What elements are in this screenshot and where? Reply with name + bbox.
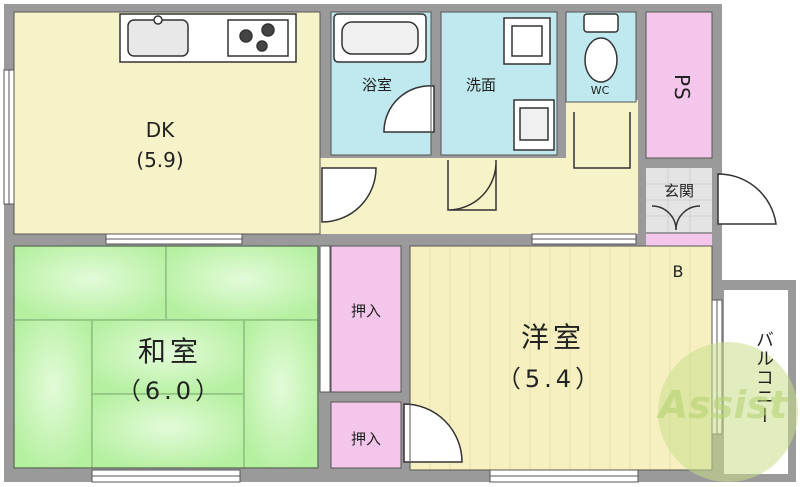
japanese-room-size: （6.0） [116, 377, 224, 405]
dk-name: DK [145, 118, 175, 142]
dk-size: (5.9) [136, 148, 184, 172]
ps-name: PS [670, 73, 694, 101]
western-room-size: （5.4） [496, 365, 604, 393]
closet-lower-name: 押入 [350, 430, 381, 448]
bathroom-name: 浴室 [361, 76, 392, 94]
shoe-box-name: B [672, 262, 684, 281]
tatami-mats [13, 245, 319, 469]
western-room-name: 洋室 [520, 321, 585, 354]
kitchen-counter [119, 13, 297, 63]
entrance-name: 玄関 [663, 182, 694, 200]
entrance-tiles [646, 168, 712, 232]
japanese-room-name: 和室 [137, 335, 202, 368]
watermark-circle [658, 342, 798, 482]
bathtub [333, 13, 427, 63]
washing-machine [503, 17, 551, 65]
balcony-name: バルコニー [753, 329, 774, 425]
watermark-text: Assist [658, 383, 788, 427]
closet-upper-floor [331, 246, 401, 392]
hallway-strip [566, 100, 638, 160]
toilet-fixture [583, 13, 619, 83]
toilet-name: WC [590, 84, 610, 97]
closet-upper-name: 押入 [350, 302, 381, 320]
wash-basin [513, 99, 555, 151]
ps-floor [646, 12, 712, 158]
western-floor-boards [429, 246, 691, 470]
closet-lower-floor [331, 402, 401, 468]
door-swings [321, 85, 777, 463]
washroom-name: 洗面 [465, 76, 496, 94]
